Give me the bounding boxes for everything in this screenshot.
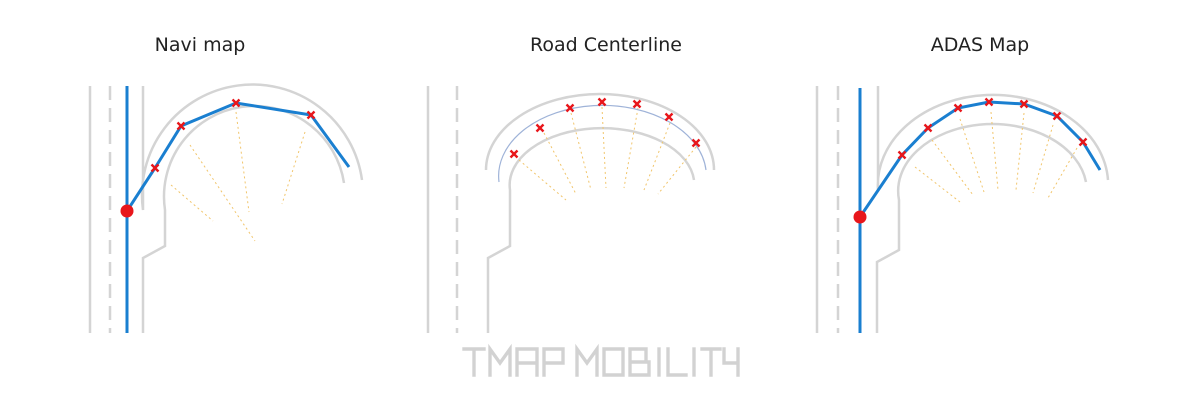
vertex-marker [231, 98, 241, 108]
road-edges [815, 86, 1110, 333]
projection-line [601, 106, 607, 189]
vertex-markers [897, 97, 1088, 160]
projection-lines [518, 106, 697, 201]
vertex-marker [1052, 111, 1062, 121]
panel-title: Navi map [154, 34, 246, 56]
projection-lines [914, 111, 1078, 203]
projection-line [959, 118, 985, 193]
navi-map-diagram [88, 83, 364, 333]
vertex-marker [923, 123, 933, 133]
road-edge-inner [141, 104, 346, 333]
projection-line [990, 111, 999, 191]
adas-map-diagram [815, 86, 1110, 333]
panel-navi-map: Navi map [0, 0, 400, 401]
vertex-marker [597, 97, 607, 107]
vertex-marker [1019, 99, 1029, 109]
vertex-markers [509, 97, 701, 159]
road-edges [88, 83, 364, 333]
vertex-marker [897, 150, 907, 160]
adas-route-polyline [858, 100, 1102, 218]
road-edges [426, 86, 716, 333]
panel-title: Road Centerline [530, 34, 682, 56]
projection-line [1015, 112, 1025, 191]
tmap-mobility-logo [462, 343, 740, 377]
projection-line [170, 184, 214, 222]
panel-adas-map: ADAS Map [780, 0, 1180, 401]
watermark-letters [462, 343, 740, 377]
start-point [120, 204, 134, 218]
projection-line [570, 112, 592, 191]
vertex-marker [664, 112, 674, 122]
vertex-marker [691, 138, 701, 148]
projection-line [1032, 124, 1054, 194]
road-centerline-diagram [426, 86, 716, 333]
vertex-markers [150, 98, 316, 173]
road-edge-inner [486, 126, 696, 333]
projection-line [643, 122, 671, 191]
navi-route-polyline [125, 101, 351, 212]
road-edge-outer [484, 92, 716, 171]
vertex-marker [984, 97, 994, 107]
start-point [853, 210, 867, 224]
vertex-marker [565, 103, 575, 113]
vertex-marker [632, 99, 642, 109]
projection-line [189, 144, 256, 242]
projection-line [235, 111, 250, 213]
road-edge-outer [140, 83, 364, 211]
projection-lines [170, 111, 306, 242]
vertex-marker [1078, 137, 1088, 147]
panel-road-centerline: Road Centerline [406, 0, 806, 401]
projection-line [543, 132, 577, 195]
panel-title: ADAS Map [930, 34, 1030, 56]
centerline-curve [498, 104, 707, 183]
projection-line [623, 107, 639, 189]
vertex-marker [535, 123, 545, 133]
road-edge-inner [875, 122, 1088, 333]
vertex-marker [150, 163, 160, 173]
vertex-marker [953, 103, 963, 113]
projection-line [657, 146, 697, 195]
projection-line [914, 166, 961, 203]
vertex-marker [509, 149, 519, 159]
projection-line [281, 131, 306, 205]
vertex-marker [176, 121, 186, 131]
vertex-marker [306, 110, 316, 120]
projection-line [518, 159, 567, 201]
projection-line [931, 139, 974, 196]
road-edge-outer [876, 86, 1110, 191]
